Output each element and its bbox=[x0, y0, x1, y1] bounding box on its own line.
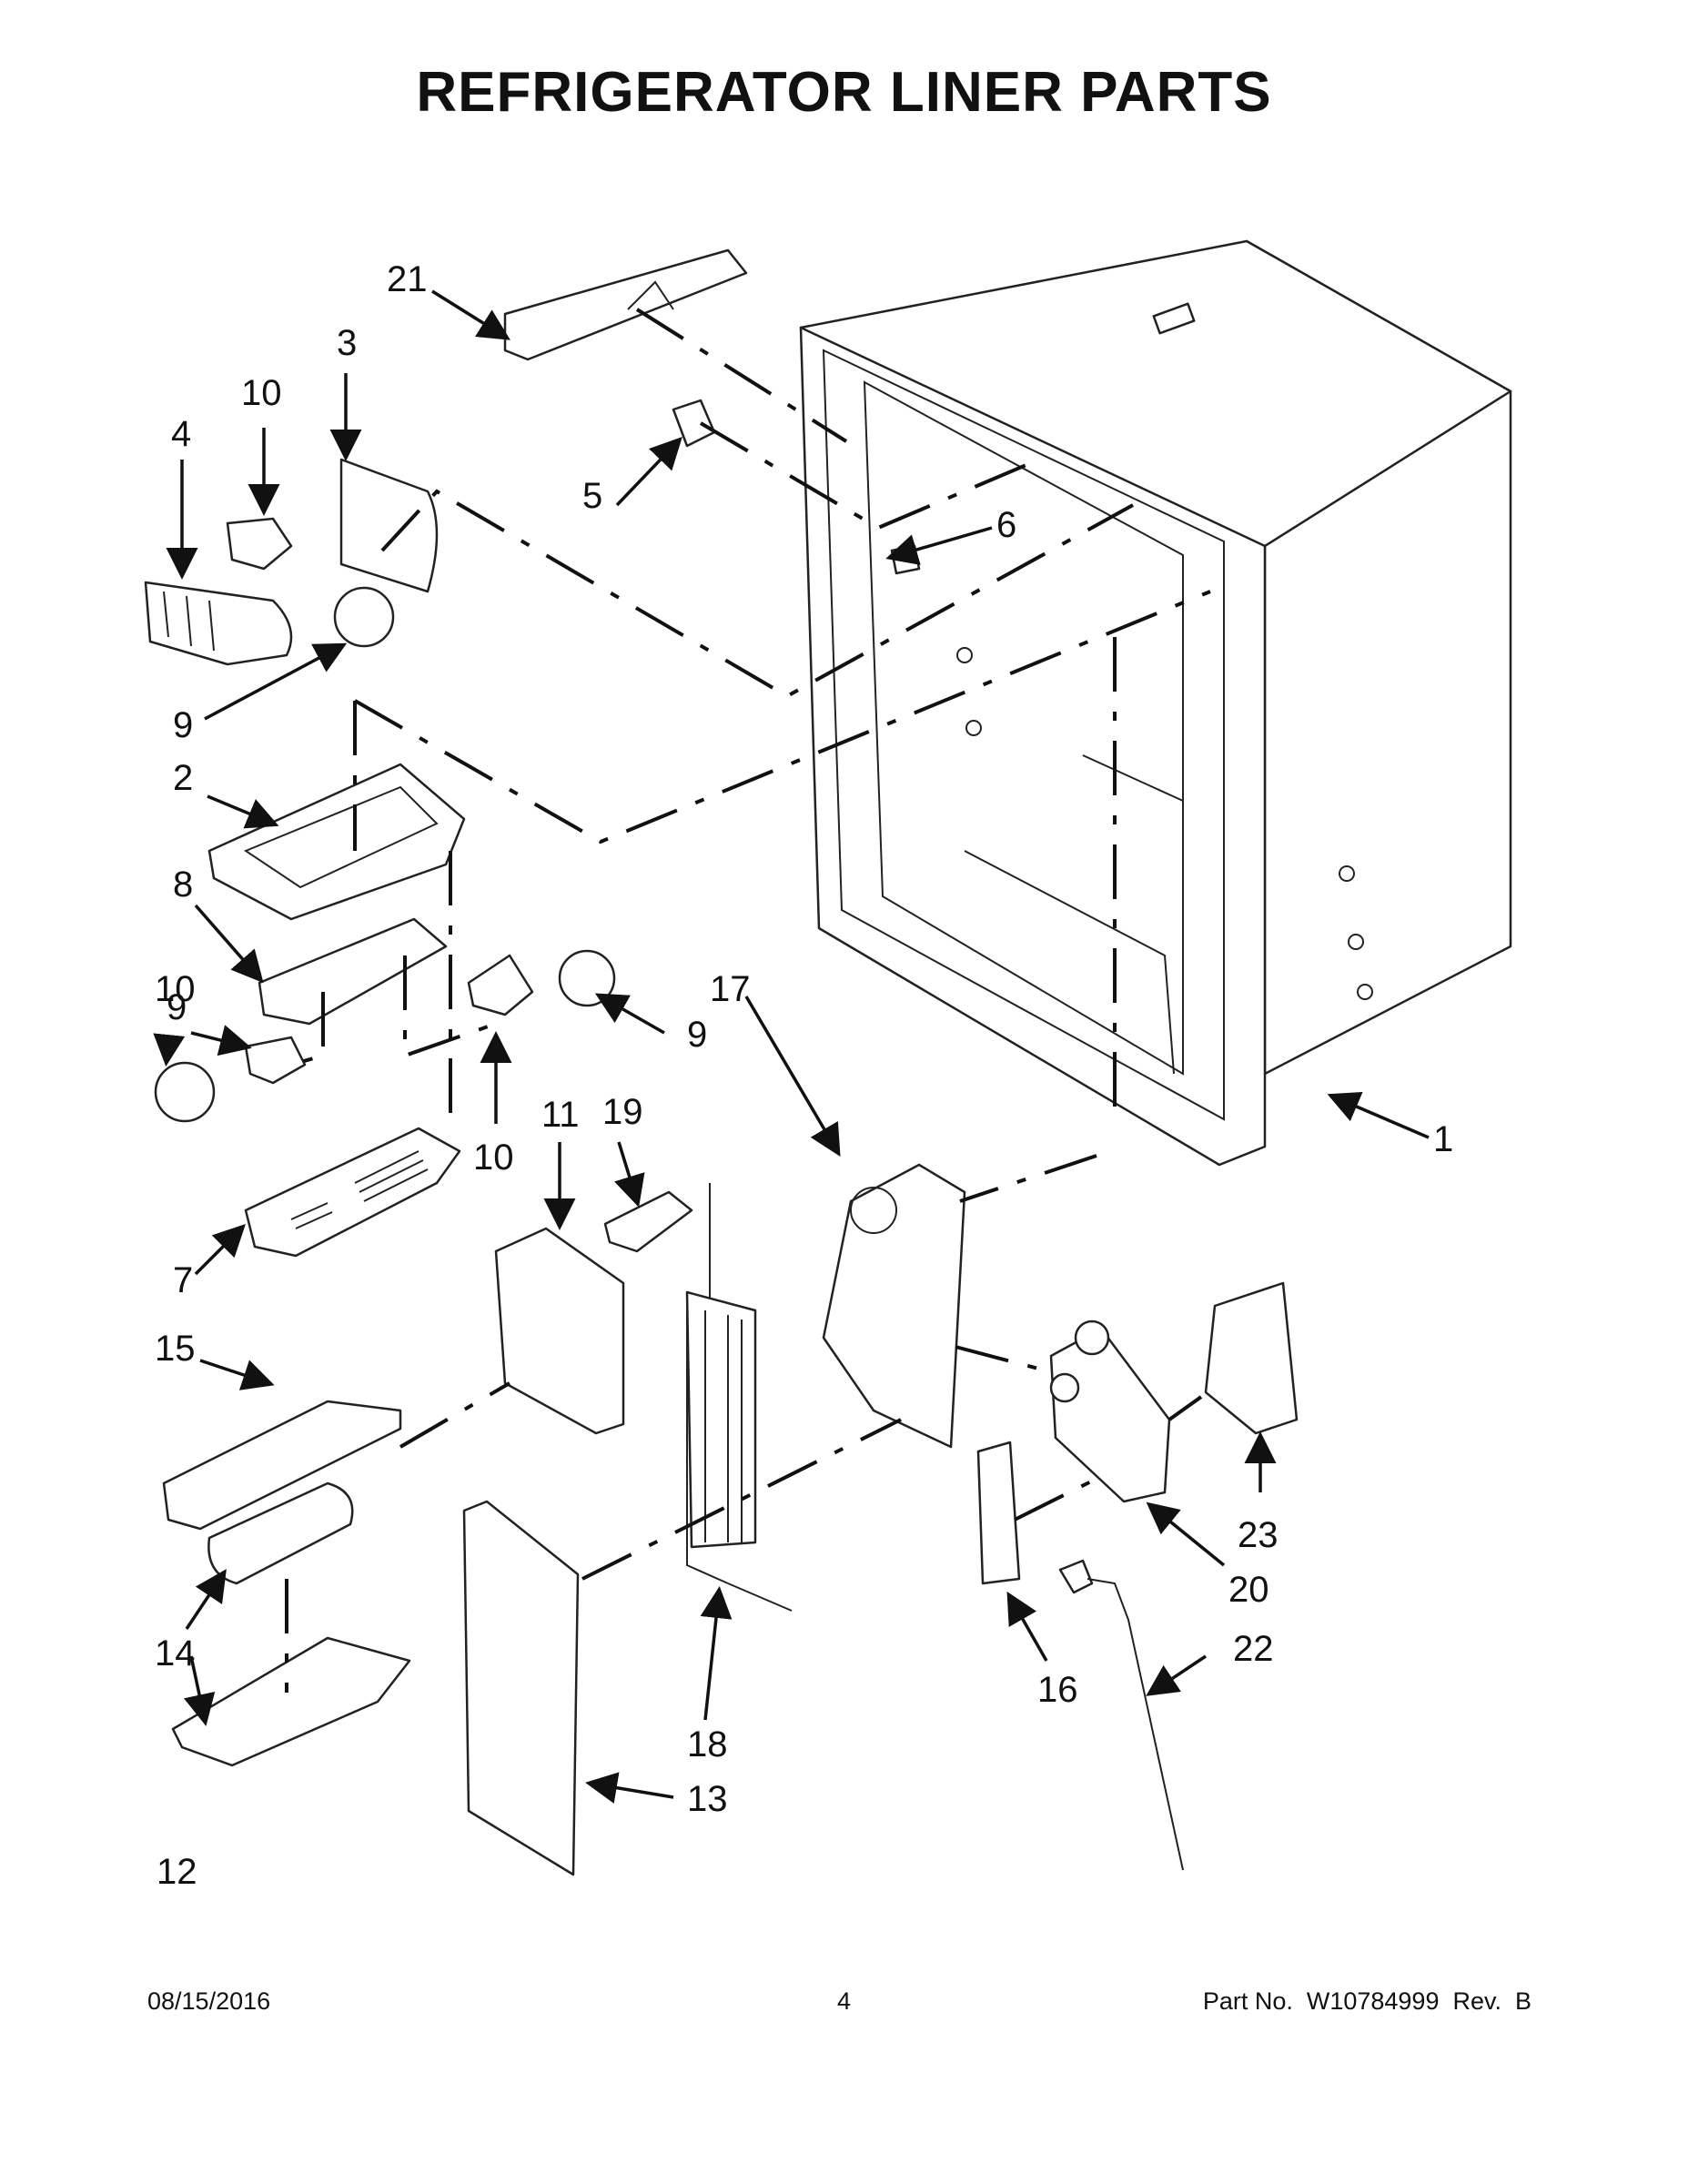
callout-21: 21 bbox=[387, 259, 428, 299]
part-5-part bbox=[672, 399, 716, 448]
part-4-light-shield bbox=[144, 581, 293, 666]
part-23-bracket bbox=[1204, 1281, 1299, 1435]
callout-16: 16 bbox=[1037, 1670, 1078, 1710]
part-13-panel bbox=[462, 1500, 580, 1876]
page-title: REFRIGERATOR LINER PARTS bbox=[416, 61, 1272, 124]
callout-17: 17 bbox=[710, 969, 751, 1009]
callout-4: 4 bbox=[171, 414, 191, 454]
part-12-filter-door bbox=[171, 1636, 411, 1767]
part-20-water-valve bbox=[1049, 1320, 1171, 1503]
part-9-bulb-top bbox=[333, 586, 395, 648]
part-10-socket-mid bbox=[467, 954, 534, 1016]
footer-page-number: 4 bbox=[836, 1987, 852, 2015]
part-9-bulb-mid bbox=[558, 949, 616, 1007]
callout-11: 11 bbox=[541, 1095, 580, 1135]
part-19-part bbox=[603, 1190, 693, 1253]
callout-5: 5 bbox=[582, 476, 602, 516]
callout-8: 8 bbox=[173, 864, 193, 905]
callout-leaders bbox=[153, 289, 1430, 1804]
callout-9-left: 9 bbox=[167, 987, 187, 1027]
callout-22: 22 bbox=[1233, 1629, 1274, 1669]
callout-18: 18 bbox=[687, 1724, 728, 1764]
part-3-insulation bbox=[339, 458, 439, 593]
callout-19: 19 bbox=[602, 1092, 643, 1132]
part-17-housing bbox=[822, 1163, 966, 1449]
assembly-lines bbox=[285, 308, 1211, 1693]
part-15-filter-housing bbox=[162, 1400, 402, 1531]
callout-3: 3 bbox=[337, 323, 357, 363]
callout-9-top: 9 bbox=[173, 705, 193, 745]
footer-part-number: Part No. W10784999 Rev. B bbox=[1202, 1987, 1531, 2015]
part-1-liner bbox=[799, 239, 1512, 1167]
callout-7: 7 bbox=[173, 1260, 193, 1300]
part-22-water-tube bbox=[1058, 1559, 1184, 1871]
part-16-part bbox=[976, 1441, 1021, 1585]
part-10-socket-top bbox=[226, 517, 293, 571]
callout-10-left: 10 bbox=[155, 969, 196, 1009]
part-9-bulb-left bbox=[154, 1061, 216, 1123]
callout-23: 23 bbox=[1238, 1515, 1279, 1555]
part-21-cover bbox=[503, 248, 748, 361]
part-14-filter bbox=[207, 1481, 354, 1585]
callout-15: 15 bbox=[155, 1329, 196, 1369]
callout-9-mid: 9 bbox=[687, 1015, 707, 1055]
callout-10-top: 10 bbox=[241, 373, 282, 413]
callout-14: 14 bbox=[155, 1633, 196, 1673]
part-2-housing bbox=[207, 763, 466, 921]
part-10-socket-left bbox=[244, 1036, 307, 1085]
callout-labels: 1 2 3 4 5 6 7 8 9 9 9 10 10 10 11 12 13 … bbox=[155, 259, 1453, 1892]
part-11-part bbox=[494, 1227, 625, 1435]
callout-13: 13 bbox=[687, 1779, 728, 1819]
callout-10-mid: 10 bbox=[473, 1138, 514, 1178]
callout-2: 2 bbox=[173, 758, 193, 798]
part-7-light-cover bbox=[244, 1127, 461, 1258]
callout-20: 20 bbox=[1228, 1570, 1269, 1610]
callout-12: 12 bbox=[157, 1852, 197, 1892]
callout-6: 6 bbox=[996, 505, 1016, 545]
footer-date: 08/15/2016 bbox=[147, 1987, 271, 2015]
part-8-lens bbox=[258, 917, 448, 1026]
callout-1: 1 bbox=[1433, 1119, 1453, 1159]
part-18-tubing bbox=[685, 1183, 793, 1612]
